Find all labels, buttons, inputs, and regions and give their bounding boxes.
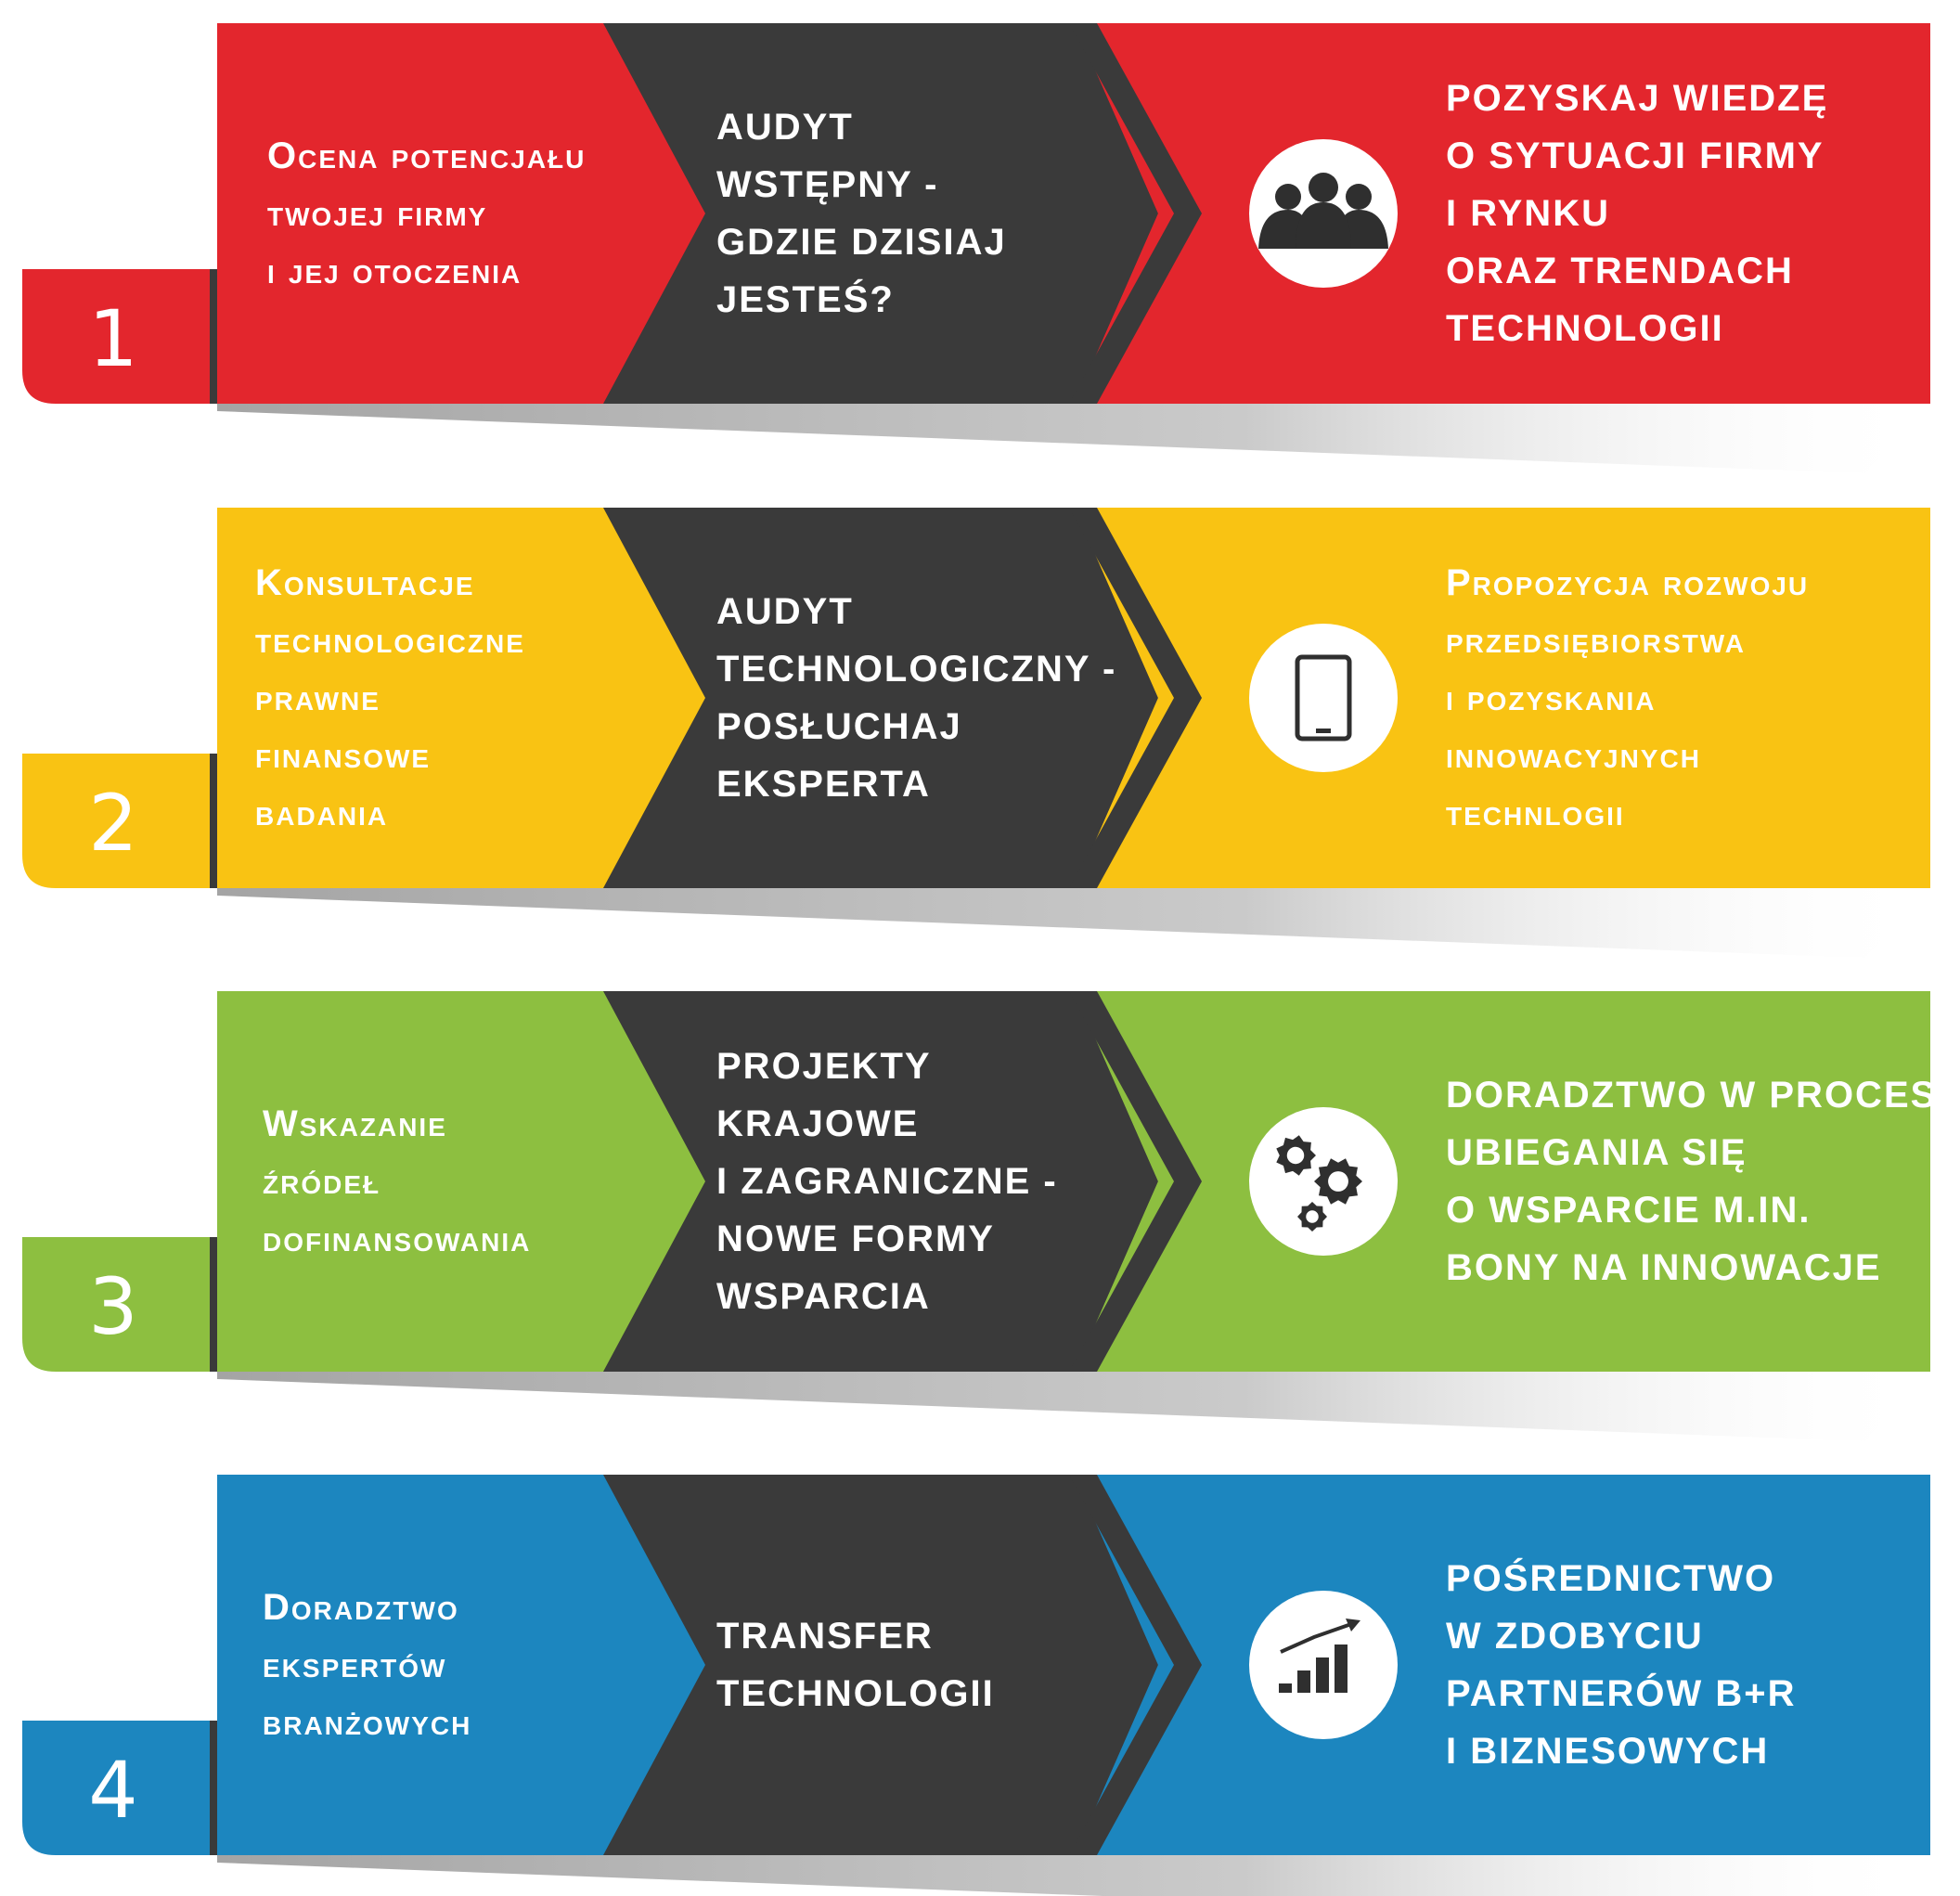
step-title-line: prawne [255, 677, 380, 718]
step-outcome-line: Propozycja rozwoju [1446, 562, 1810, 603]
step-outcome: DORADZTWO W PROCESIE UBIEGANIA SIĘ O WSPAR… [1446, 1066, 1960, 1296]
step-outcome-line: przedsiębiorstwa [1446, 620, 1746, 661]
step-title-line: technologiczne [255, 620, 525, 661]
step-number: 4 [88, 1745, 138, 1836]
step-action-line: AUDYT [716, 591, 854, 632]
process-row-3 [22, 991, 1930, 1441]
number-tab-divider [210, 1721, 217, 1855]
process-row-4 [22, 1475, 1930, 1896]
step-action-line: NOWE FORMY [716, 1219, 995, 1259]
step-title-line: źródeł [263, 1161, 381, 1202]
middle-chevron [603, 23, 1158, 404]
step-action: AUDYT TECHNOLOGICZNY - POSŁUCHAJ EKSPERTA [716, 583, 1116, 813]
step-title: Doradztwo ekspertów branżowych [263, 1579, 471, 1751]
step-action: PROJEKTY KRAJOWE I ZAGRANICZNE - NOWE FORMY… [716, 1038, 1058, 1325]
process-row-2 [22, 508, 1930, 958]
number-tab-divider [210, 269, 217, 404]
step-outcome: POŚREDNICTWO W ZDOBYCIU PARTNERÓW B+R I BIZ… [1446, 1550, 1796, 1780]
step-title-line: Wskazanie [263, 1103, 447, 1144]
step-action-line: I ZAGRANICZNE - [716, 1161, 1058, 1202]
step-title-line: branżowych [263, 1702, 472, 1743]
step-action-line: TECHNOLOGICZNY - [716, 649, 1117, 690]
step-outcome-line: UBIEGANIA SIĘ [1446, 1132, 1747, 1173]
band-shadow [217, 404, 1930, 473]
step-action-line: TRANSFER [716, 1616, 934, 1657]
step-action-line: GDZIE DZISIAJ [716, 222, 1007, 263]
step-outcome-line: DORADZTWO W PROCESIE [1446, 1075, 1960, 1116]
process-row-1 [22, 23, 1930, 473]
second-chevron [1069, 1475, 1202, 1855]
step-title-line: i jej otoczenia [267, 251, 522, 291]
number-tab [22, 1237, 217, 1372]
second-chevron [1069, 23, 1202, 404]
step-outcome-line: BONY NA INNOWACJE [1446, 1247, 1882, 1288]
step-action-line: KRAJOWE [716, 1103, 920, 1144]
number-tab [22, 269, 217, 404]
growth-chart-icon [1249, 1591, 1398, 1739]
step-outcome: Propozycja rozwoju przedsiębiorstwa i pozy… [1446, 554, 1809, 842]
middle-chevron [603, 508, 1158, 888]
second-chevron [1069, 991, 1202, 1372]
number-tab-divider [210, 754, 217, 888]
step-title-line: Doradztwo [263, 1587, 459, 1628]
second-chevron [1069, 508, 1202, 888]
step-title-line: badania [255, 793, 389, 833]
step-outcome-line: W ZDOBYCIU [1446, 1616, 1704, 1657]
step-action: AUDYT WSTĘPNY - GDZIE DZISIAJ JESTEŚ? [716, 98, 1007, 329]
middle-chevron [603, 1475, 1158, 1855]
band-shadow [217, 1372, 1930, 1441]
step-outcome-line: technlogii [1446, 793, 1625, 833]
step-action-line: WSTĘPNY - [716, 164, 939, 205]
step-title: Ocena potencjału twojej firmy i jej otocze… [267, 127, 586, 300]
step-outcome-line: i pozyskania [1446, 677, 1657, 718]
number-tab-divider [210, 1237, 217, 1372]
step-title-line: finansowe [255, 735, 432, 776]
step-outcome-line: PARTNERÓW B+R [1446, 1673, 1797, 1714]
people-icon [1249, 139, 1398, 288]
step-action-line: EKSPERTA [716, 764, 931, 805]
step-number: 2 [88, 778, 138, 869]
step-title-line: ekspertów [263, 1644, 447, 1685]
band-shadow [217, 1855, 1930, 1896]
step-action: TRANSFER TECHNOLOGII [716, 1607, 995, 1722]
number-tab [22, 1721, 217, 1855]
number-tab [22, 754, 217, 888]
step-outcome: POZYSKAJ WIEDZĘ O SYTUACJI FIRMY I RYNKU OR… [1446, 70, 1828, 357]
step-title-line: dofinansowania [263, 1219, 532, 1259]
icon-circle [1249, 624, 1398, 772]
step-action-line: WSPARCIA [716, 1276, 931, 1317]
step-outcome-line: POŚREDNICTWO [1446, 1558, 1776, 1599]
step-number: 3 [88, 1261, 138, 1352]
step-title: Wskazanie źródeł dofinansowania [263, 1095, 531, 1268]
step-action-line: JESTEŚ? [716, 279, 895, 320]
step-title-line: Ocena potencjału [267, 135, 587, 176]
step-outcome-line: innowacyjnych [1446, 735, 1701, 776]
step-outcome-line: I RYNKU [1446, 193, 1610, 234]
step-number: 1 [88, 293, 138, 384]
tablet-icon [1249, 624, 1398, 772]
step-outcome-line: POZYSKAJ WIEDZĘ [1446, 78, 1829, 119]
step-outcome-line: I BIZNESOWYCH [1446, 1731, 1770, 1772]
step-action-line: AUDYT [716, 107, 854, 148]
step-outcome-line: TECHNOLOGII [1446, 308, 1724, 349]
gears-icon [1249, 1107, 1398, 1256]
step-outcome-line: O SYTUACJI FIRMY [1446, 135, 1825, 176]
step-title-line: Konsultacje [255, 562, 475, 603]
band-shadow [217, 888, 1930, 958]
middle-chevron [603, 991, 1158, 1372]
step-outcome-line: O WSPARCIE M.IN. [1446, 1190, 1812, 1231]
step-action-line: PROJEKTY [716, 1046, 932, 1087]
step-action-line: TECHNOLOGII [716, 1673, 995, 1714]
step-outcome-line: ORAZ TRENDACH [1446, 251, 1794, 291]
step-action-line: POSŁUCHAJ [716, 706, 962, 747]
step-title-line: twojej firmy [267, 193, 488, 234]
step-title: Konsultacje technologiczne prawne finansowe… [255, 554, 525, 842]
